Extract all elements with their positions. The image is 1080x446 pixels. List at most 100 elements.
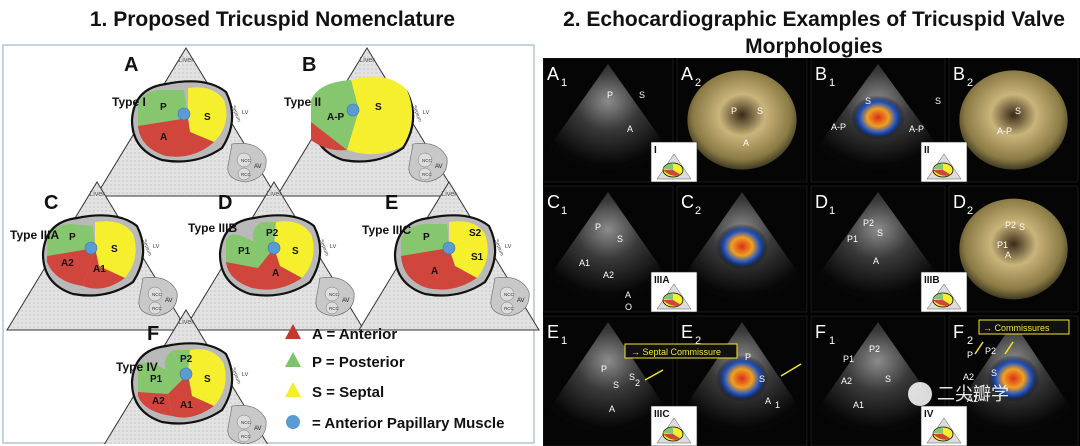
lv-label: LV [242, 110, 249, 116]
echo-label-e1: E [547, 322, 559, 342]
apex-liver-label: Liver [89, 191, 105, 198]
echo-leaflet-label-f2-1: P2 [985, 346, 996, 356]
diagram-letter-c: C [44, 192, 58, 214]
leaflet-label-0: P [69, 232, 76, 243]
echo-sector [817, 322, 939, 433]
rcc-label: RCC [329, 306, 339, 311]
echo-leaflet-label-a1-2: A [627, 124, 633, 134]
posterior-leaflet [47, 224, 95, 256]
anterior-leaflet [226, 248, 302, 290]
posterior-leaflet [138, 90, 188, 126]
commissure-arrow-2 [1004, 341, 1014, 355]
leaflet-label-2: A2 [61, 258, 74, 269]
echo-leaflet-label-e1-1: S [613, 380, 619, 390]
septum-label: Septum [318, 239, 330, 257]
commissures-box [978, 319, 1070, 335]
echo-leaflet-label-d2-2: P1 [997, 240, 1008, 250]
anterior-posterior-leaflet-red [311, 122, 347, 151]
echo-sub-c1: 1 [561, 205, 567, 217]
septal-commissure-arrow [644, 369, 664, 381]
ncc-circle [499, 286, 515, 302]
echo-cell-r1-c3 [948, 185, 1079, 313]
echo-leaflet-label-f2-0: P [967, 350, 973, 360]
echo-sub-d2: 2 [967, 205, 973, 217]
color-doppler-jet [716, 355, 768, 402]
leaflet-label-1: S [375, 102, 382, 113]
diagram-type-f: Type IV [116, 360, 158, 374]
echo-inset-i-anterior [663, 170, 681, 176]
septal-leaflet-s2 [449, 221, 485, 248]
echo-sub-c2: 2 [695, 205, 701, 217]
diagram-type-b: Type II [284, 95, 321, 109]
rcc-circle [500, 301, 514, 315]
echo-inset-iv-posterior [933, 427, 943, 434]
echo-leaflet-label-b1-1: A-P [831, 122, 846, 132]
leaflet-label-2: S [204, 374, 211, 385]
leaflet-label-1: P1 [150, 374, 163, 385]
apex-liver-label: Liver [178, 57, 194, 64]
apex-liver-label: Liver [359, 57, 375, 64]
septum-label: Septum [230, 367, 242, 385]
echo-leaflet-label-f2-4: A1 [967, 394, 978, 404]
echo-sub-a2: 2 [695, 77, 701, 89]
echo-leaflet-label-e2-0: P [745, 352, 751, 362]
echo-leaflet-label-e2-2: A [765, 396, 771, 406]
diagram-letter-a: A [124, 54, 138, 76]
leaflet-label-2: S1 [471, 252, 484, 263]
echo-leaflet-label-b1-3: A-P [909, 124, 924, 134]
anterior-leaflet-a2 [47, 248, 95, 286]
echo-leaflet-label-b1-2: S [935, 96, 941, 106]
echo-leaflet-label-c1-2: A1 [579, 258, 590, 268]
leaflet-label-4: A1 [180, 400, 193, 411]
anterior-leaflet-a2 [138, 392, 172, 416]
echo-label-b2: B [953, 64, 965, 84]
rcc-circle [325, 301, 339, 315]
echo-sector [549, 64, 667, 170]
legend-label-1: P = Posterior [312, 354, 405, 371]
ncc-circle [147, 286, 163, 302]
diagram-letter-b: B [302, 54, 316, 76]
watermark-text: 二尖瓣学 [937, 384, 1009, 404]
echo-leaflet-label-e1-2: A [609, 404, 615, 414]
echo-cell-r2-c1 [676, 315, 808, 446]
echo-3d-view [959, 198, 1068, 300]
echo-leaflet-label-f1-4: A1 [853, 400, 864, 410]
echo-leaflet-label-d1-2: S [877, 228, 883, 238]
color-doppler-jet [987, 355, 1040, 402]
leaflet-label-3: A1 [93, 264, 106, 275]
leaflet-label-0: P2 [180, 354, 193, 365]
echo-inset-ii-anterior [933, 170, 951, 176]
septal-leaflet [188, 349, 226, 406]
echo-leaflet-label-c1-4: A [625, 290, 631, 300]
echo-leaflet-label-a1-1: S [639, 90, 645, 100]
echo-inset-iiia-label: IIIA [654, 275, 670, 286]
rcc-label: RCC [504, 306, 514, 311]
diagram-type-d: Type IIIB [188, 221, 237, 235]
papillary-muscle-dot [346, 103, 360, 117]
leaflet-label-1: S2 [469, 228, 482, 239]
echo-label-f1: F [815, 322, 826, 342]
diagram-letter-e: E [385, 192, 398, 214]
av-label: AV [254, 426, 262, 432]
septum-label: Septum [141, 239, 153, 257]
echo-label-a2: A [681, 64, 693, 84]
posterior-leaflet [401, 224, 449, 256]
echo-sector [549, 192, 667, 300]
commissures-label: → Commissures [983, 323, 1050, 333]
legend-label-0: A = Anterior [312, 326, 397, 343]
right-title-line-2: Morphologies [745, 35, 883, 58]
rcc-circle [237, 429, 251, 443]
echo-inset-ii-label: II [924, 145, 930, 156]
right-title-line-1: 2. Echocardiographic Examples of Tricusp… [563, 8, 1065, 31]
papillary-muscle-dot [442, 241, 456, 255]
apex-liver-label: Liver [441, 191, 457, 198]
echo-leaflet-label-d2-3: A [1005, 250, 1011, 260]
echo-inset-i-posterior [663, 163, 673, 170]
posterior-leaflet-p2 [253, 222, 276, 248]
leaflet-label-3: A2 [152, 396, 165, 407]
